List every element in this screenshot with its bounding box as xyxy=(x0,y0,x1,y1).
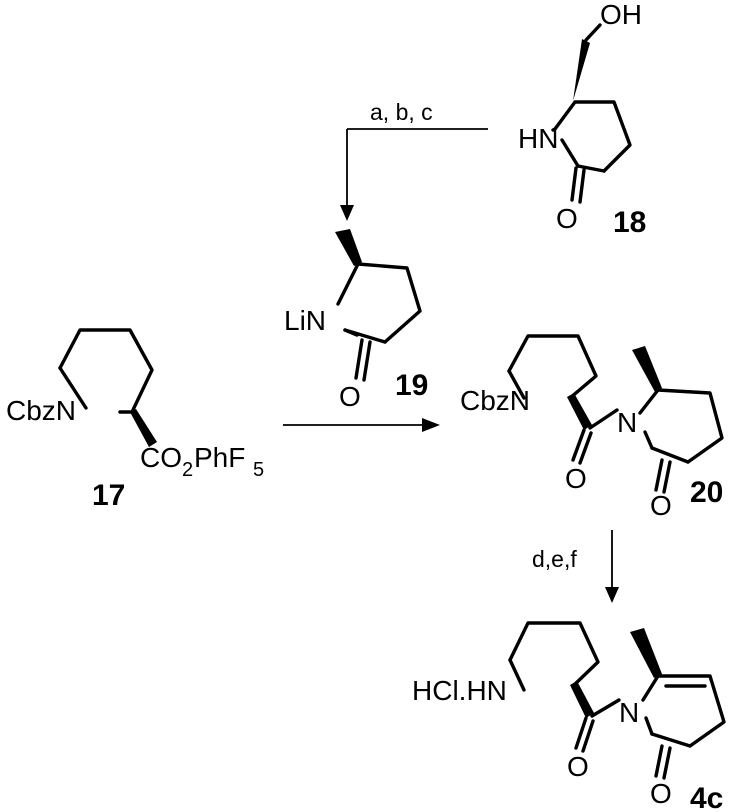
atom-o-lactam: O xyxy=(650,490,672,521)
atom-o: O xyxy=(556,203,578,234)
atom-o-lactam: O xyxy=(650,778,672,809)
compound-number-19: 19 xyxy=(395,369,428,402)
wedge-bond xyxy=(335,229,362,266)
subscript-5: 5 xyxy=(253,459,264,481)
atom-n: N xyxy=(617,407,637,438)
atom-n: N xyxy=(619,697,639,728)
condition-def: d,e,f xyxy=(532,546,577,572)
atom-oh: OH xyxy=(600,0,642,30)
compound-number-18: 18 xyxy=(613,206,646,239)
compound-number-20: 20 xyxy=(690,476,723,509)
condition-abc: a, b, c xyxy=(370,99,433,125)
arrow-coupling xyxy=(283,418,440,432)
arrow-abc: a, b, c xyxy=(340,99,488,221)
ester-group: CO 2 PhF 5 xyxy=(140,442,264,481)
wedge-bond xyxy=(570,681,594,718)
compound-4c: HCl.HN N O O 4c xyxy=(412,621,726,812)
compound-18: OH HN O 18 xyxy=(518,0,646,239)
atom-hcl-hn: HCl.HN xyxy=(412,675,507,706)
atom-phf: PhF xyxy=(194,442,245,473)
atom-co: CO xyxy=(140,442,182,473)
wedge-bond xyxy=(632,346,662,392)
wedge-bond xyxy=(567,393,592,430)
atom-hn: HN xyxy=(518,123,558,154)
subscript-2: 2 xyxy=(182,459,193,481)
compound-number-17: 17 xyxy=(92,479,125,512)
atom-cbzn: CbzN xyxy=(460,385,530,416)
arrow-def: d,e,f xyxy=(532,530,619,603)
atom-cbzn: CbzN xyxy=(6,395,76,426)
compound-19: LiN O 19 xyxy=(284,229,428,412)
wedge-bond xyxy=(130,409,157,447)
atom-o: O xyxy=(339,381,361,412)
wedge-bond xyxy=(630,628,662,678)
compound-17: CbzN CO 2 PhF 5 17 xyxy=(6,328,264,512)
atom-lin: LiN xyxy=(284,305,326,336)
atom-o-amide: O xyxy=(565,463,587,494)
wedge-bond xyxy=(573,39,590,101)
atom-o-amide: O xyxy=(567,751,589,782)
compound-20: CbzN N O O 20 xyxy=(460,334,724,521)
compound-number-4c: 4c xyxy=(690,782,723,812)
